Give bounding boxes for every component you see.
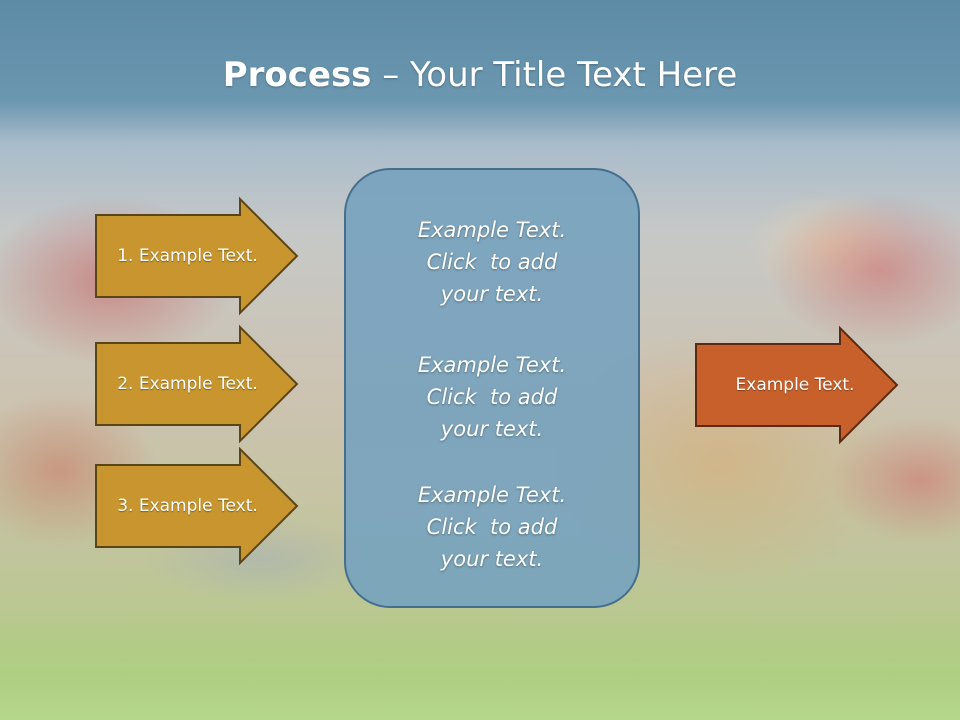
- left-arrow-2[interactable]: 2. Example Text.: [95, 324, 299, 444]
- left-arrow-3[interactable]: 3. Example Text.: [95, 446, 299, 566]
- title-rest: – Your Title Text Here: [371, 55, 738, 95]
- right-arrow[interactable]: Example Text.: [695, 325, 899, 445]
- left-arrow-1[interactable]: 1. Example Text.: [95, 196, 299, 316]
- center-text-block-3[interactable]: Example Text. Click to add your text.: [417, 483, 567, 571]
- left-arrow-label: 2. Example Text.: [117, 374, 258, 394]
- arrow-shape-icon: [95, 324, 299, 444]
- slide-title[interactable]: Process – Your Title Text Here: [0, 52, 960, 98]
- arrow-shape-icon: [95, 446, 299, 566]
- grass-foreground: [0, 610, 960, 720]
- center-text-block-1[interactable]: Example Text. Click to add your text.: [417, 218, 567, 306]
- arrow-shape-icon: [695, 325, 899, 445]
- title-bold: Process: [222, 55, 372, 95]
- center-text-box[interactable]: Example Text. Click to add your text. Ex…: [344, 168, 640, 608]
- center-text-block-2[interactable]: Example Text. Click to add your text.: [417, 353, 567, 441]
- left-arrow-label: 1. Example Text.: [117, 246, 258, 266]
- right-arrow-label: Example Text.: [735, 375, 855, 395]
- arrow-shape-icon: [95, 196, 299, 316]
- left-arrow-label: 3. Example Text.: [117, 496, 258, 516]
